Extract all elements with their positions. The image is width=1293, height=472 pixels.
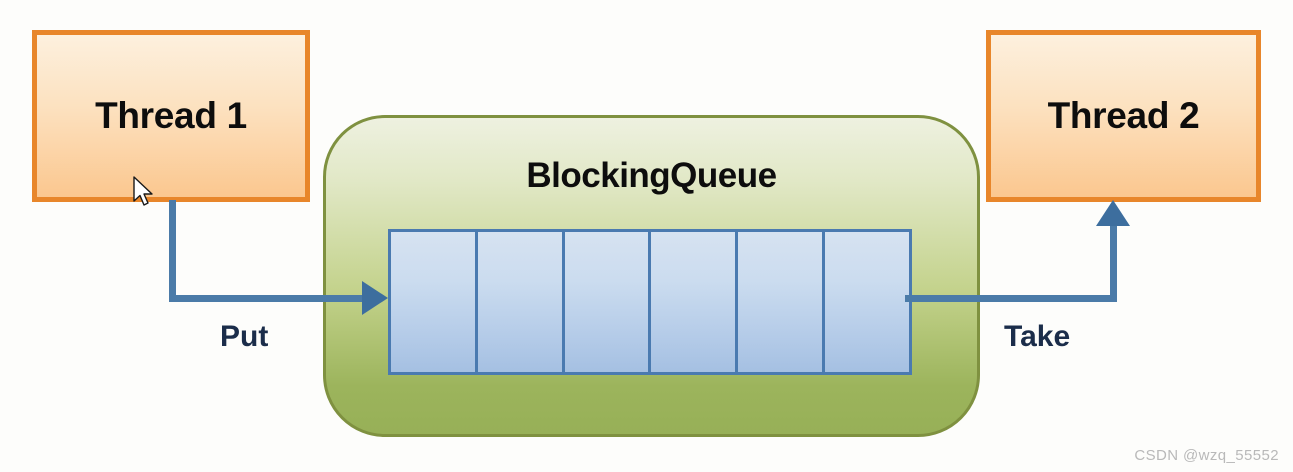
watermark-text: CSDN @wzq_55552	[1134, 447, 1279, 464]
blocking-queue-container[interactable]: BlockingQueue	[323, 115, 980, 437]
blocking-queue-title: BlockingQueue	[526, 156, 777, 195]
take-connector-vertical	[1110, 218, 1117, 302]
queue-cell-row	[388, 229, 912, 375]
take-arrowhead-icon	[1096, 200, 1130, 226]
queue-cell[interactable]	[391, 232, 478, 372]
producer-thread-box[interactable]: Thread 1	[32, 30, 310, 202]
producer-thread-label: Thread 1	[95, 95, 247, 136]
consumer-thread-box[interactable]: Thread 2	[986, 30, 1261, 202]
queue-cell[interactable]	[477, 232, 565, 372]
queue-cell[interactable]	[651, 232, 739, 372]
queue-cell[interactable]	[825, 232, 909, 372]
put-flow-label: Put	[220, 320, 269, 353]
take-flow-label: Take	[1004, 320, 1071, 353]
consumer-thread-label: Thread 2	[1047, 95, 1200, 136]
take-connector-horizontal	[905, 295, 1117, 302]
put-connector-horizontal	[169, 295, 367, 302]
queue-cell[interactable]	[564, 232, 652, 372]
put-connector-vertical	[169, 200, 176, 302]
queue-cell[interactable]	[738, 232, 826, 372]
put-arrowhead-icon	[362, 281, 388, 315]
